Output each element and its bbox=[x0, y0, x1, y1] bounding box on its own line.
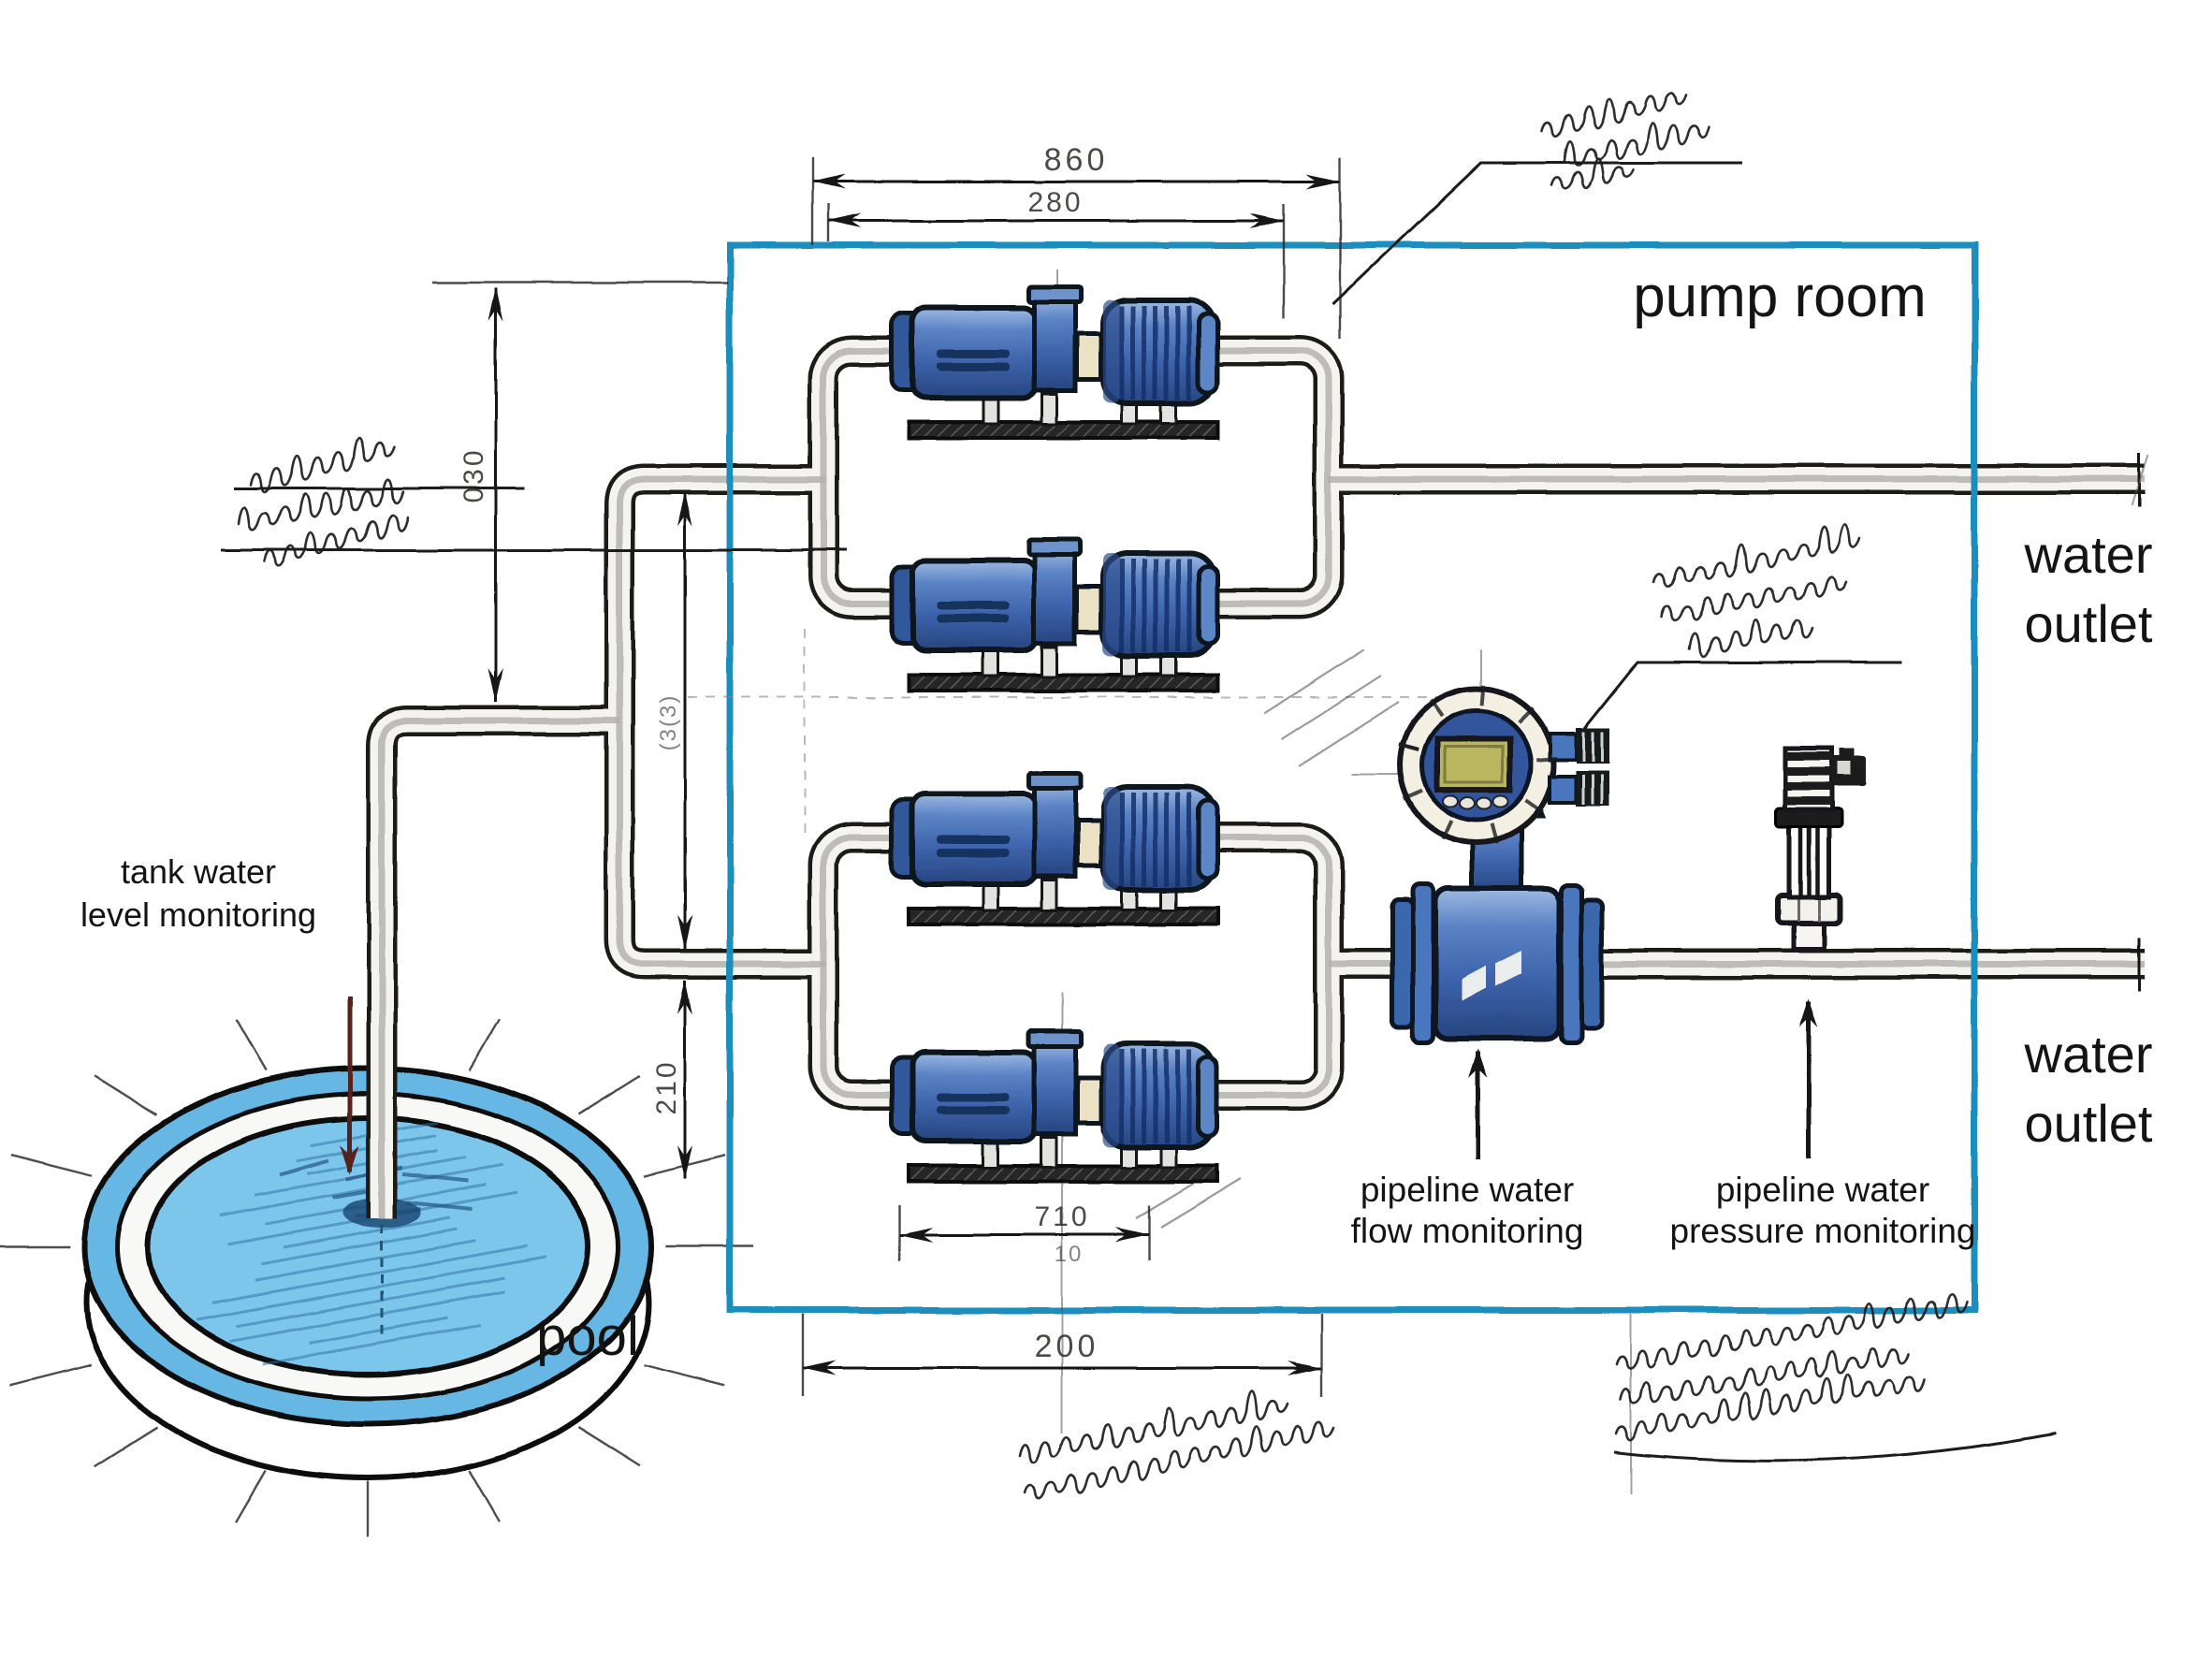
pressure-sensor bbox=[1774, 746, 1866, 952]
dim-210: 210 bbox=[651, 1059, 682, 1114]
dim-280: 280 bbox=[1027, 187, 1083, 218]
cable-gland-1 bbox=[1548, 728, 1609, 764]
pump-room-label: pump room bbox=[1633, 265, 1927, 329]
water-outlet-top-label-2: outlet bbox=[2025, 594, 2153, 653]
head-buttons bbox=[1442, 794, 1509, 809]
flow-meter-bezel-ticks bbox=[1398, 685, 1557, 844]
dim-710: 710 bbox=[1034, 1201, 1089, 1232]
monitoring-arrows bbox=[341, 996, 1818, 1174]
text-layer: pump room water outlet water outlet pool… bbox=[80, 142, 2153, 1367]
pool-tank bbox=[0, 1018, 754, 1537]
pump-unit-2 bbox=[892, 540, 1217, 691]
pool-label: pool bbox=[536, 1306, 639, 1367]
dim-710-sub: 10 bbox=[1055, 1242, 1084, 1267]
hatch-strokes bbox=[1135, 648, 1399, 1229]
dim-860: 860 bbox=[1044, 142, 1109, 178]
note-mid-right bbox=[1652, 523, 1862, 659]
sketch-layer bbox=[0, 92, 2148, 1537]
water-outlet-bottom-label-2: outlet bbox=[2025, 1094, 2153, 1153]
dim-030: 030 bbox=[458, 447, 489, 502]
flow-meter-head bbox=[1397, 686, 1556, 845]
note-top-right bbox=[1540, 92, 1710, 190]
flow-wave-icon bbox=[1462, 966, 1486, 1001]
flow-meter bbox=[1390, 686, 1609, 1045]
flow-monitor-label-1: pipeline water bbox=[1361, 1171, 1574, 1209]
construction-lines bbox=[688, 269, 1632, 1493]
pressure-monitor-label-2: pressure monitoring bbox=[1670, 1212, 1976, 1250]
water-outlet-bottom-label-1: water bbox=[2024, 1025, 2153, 1084]
tank-level-label-1: tank water bbox=[121, 852, 276, 891]
dim-mid: (3(3) bbox=[656, 694, 681, 751]
note-bottom-center bbox=[1018, 1390, 1335, 1501]
note-bottom-right bbox=[1614, 1292, 1969, 1442]
pool-radial-marks bbox=[0, 1018, 754, 1537]
dim-200: 200 bbox=[1035, 1329, 1099, 1364]
pressure-monitor-label-1: pipeline water bbox=[1716, 1171, 1929, 1209]
flow-monitor-label-2: flow monitoring bbox=[1351, 1212, 1584, 1250]
pump-unit-3 bbox=[892, 774, 1217, 924]
pipe-network bbox=[382, 351, 2148, 1218]
handwritten-notes bbox=[237, 92, 1969, 1501]
note-left bbox=[237, 436, 410, 568]
tank-level-label-2: level monitoring bbox=[80, 895, 316, 934]
water-outlet-top-label-1: water bbox=[2024, 525, 2153, 584]
pump-unit-4 bbox=[892, 1031, 1217, 1182]
pump-unit-1 bbox=[892, 287, 1217, 438]
outlet1-end-diag bbox=[2131, 454, 2149, 506]
dimension-lines bbox=[432, 157, 1342, 1396]
flow-wave-icon bbox=[1495, 951, 1521, 986]
cable-gland-2 bbox=[1548, 771, 1609, 807]
leader-lines bbox=[221, 161, 2057, 1463]
pump-room-border bbox=[726, 241, 1978, 1314]
